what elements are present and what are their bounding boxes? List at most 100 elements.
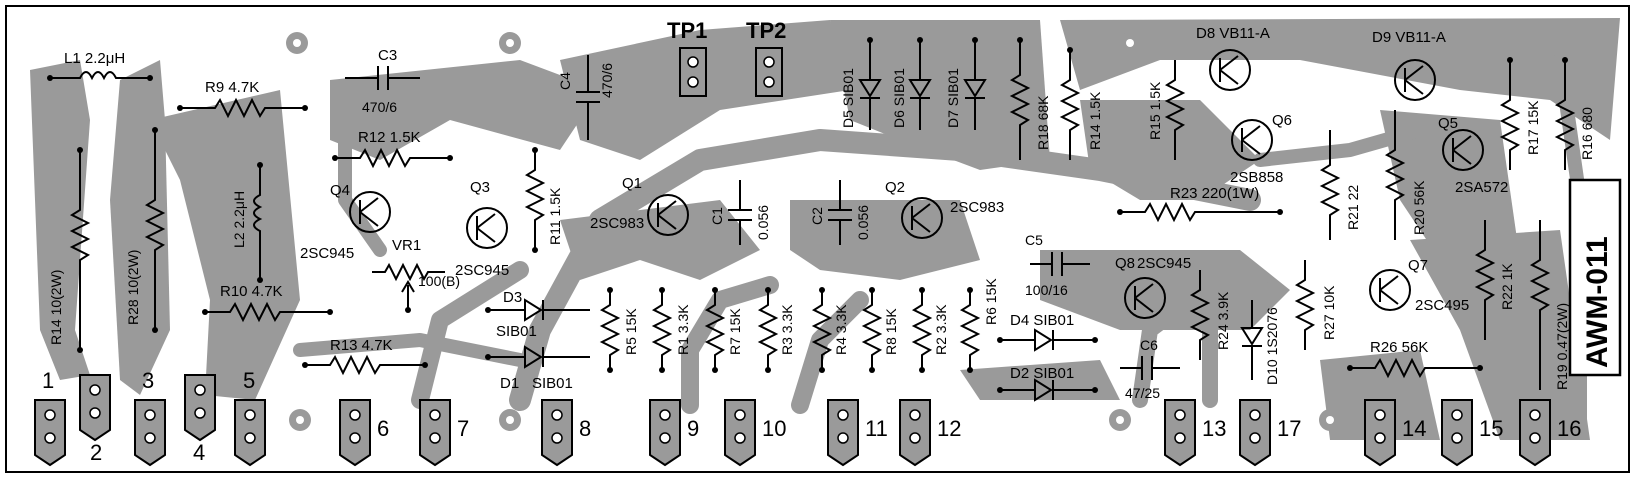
resistor-label: R13 4.7K xyxy=(330,337,393,354)
resistor-label: R14 10(2W) xyxy=(48,270,64,345)
resistor-label: R8 15K xyxy=(883,308,899,355)
resistor-label: R19 0.47(2W) xyxy=(1554,303,1570,390)
diode-label: D5 SIB01 xyxy=(840,68,856,128)
terminal-label: 11 xyxy=(865,416,888,441)
diode-symbols xyxy=(488,40,1264,402)
terminal-pad xyxy=(724,399,756,467)
transistor-label: Q6 xyxy=(1272,112,1292,129)
diode-part: SIB01 xyxy=(496,323,537,340)
resistor-label: R7 15K xyxy=(727,308,743,355)
transistor-part: 2SC983 xyxy=(950,199,1004,216)
diode-label: D10 1S2076 xyxy=(1264,307,1280,385)
resistor-label: R20 56K xyxy=(1411,180,1427,235)
terminal-label: 13 xyxy=(1202,416,1226,441)
resistor-label: R17 15K xyxy=(1525,100,1541,155)
terminal-pad xyxy=(541,399,573,467)
transistor-label: Q7 xyxy=(1408,257,1428,274)
resistor-label: R5 15K xyxy=(623,308,639,355)
diode-label: D7 SIB01 xyxy=(945,68,961,128)
test-point-label: TP1 xyxy=(667,18,707,43)
capacitor-label: C3 xyxy=(378,47,397,64)
diode-label: D8 VB11-A xyxy=(1196,25,1270,42)
transistor-part: 2SC945 xyxy=(300,245,354,262)
terminal-label: 14 xyxy=(1402,416,1426,441)
terminal-label: 16 xyxy=(1557,416,1581,441)
terminal-pads xyxy=(34,374,1551,467)
inductor-l2 xyxy=(253,162,263,283)
capacitor-label: 47/25 xyxy=(1125,385,1160,401)
resistor-label: R21 22 xyxy=(1345,185,1361,230)
capacitor-symbols xyxy=(345,55,1180,380)
potentiometer-value: 100(B) xyxy=(418,273,460,289)
transistor-symbols xyxy=(349,49,1484,319)
terminal-label: 5 xyxy=(243,368,255,393)
terminal-pad xyxy=(827,399,859,467)
capacitor-label: 0.056 xyxy=(855,205,871,240)
terminal-label: 6 xyxy=(377,416,389,441)
inductor-label: L2 2.2μH xyxy=(231,191,247,248)
resistor-label: R3 3.3K xyxy=(779,304,795,355)
transistor-part: 2SB858 xyxy=(1230,169,1283,186)
diode-part: SIB01 xyxy=(532,375,573,392)
capacitor-label: C5 xyxy=(1025,232,1043,248)
terminal-label: 15 xyxy=(1479,416,1503,441)
inductor-label: L1 2.2μH xyxy=(64,50,125,67)
transistor-part: 2SC495 xyxy=(1415,297,1469,314)
terminal-pad xyxy=(1239,399,1271,467)
transistor-part: 2SC945 xyxy=(1137,255,1191,272)
resistor-label: R23 220(1W) xyxy=(1170,185,1259,202)
potentiometer-vr1 xyxy=(372,262,445,313)
terminal-pad xyxy=(419,399,451,467)
transistor-part: 2SC945 xyxy=(455,262,509,279)
resistor-label: R2 3.3K xyxy=(933,304,949,355)
potentiometer-label: VR1 xyxy=(392,237,421,254)
terminal-label: 9 xyxy=(687,416,699,441)
terminal-pad xyxy=(234,399,266,467)
test-point-label: TP2 xyxy=(746,18,786,43)
resistor-label: R10 4.7K xyxy=(220,283,283,300)
transistor-label: Q4 xyxy=(330,182,350,199)
terminal-label: 2 xyxy=(90,440,102,465)
resistor-symbols-vertical xyxy=(69,40,1576,390)
transistor-label: Q8 xyxy=(1115,255,1135,272)
board-id: AWM-011 xyxy=(1581,236,1614,368)
resistor-label: R14 1.5K xyxy=(1087,91,1103,150)
capacitor-label: C1 xyxy=(709,207,725,225)
resistor-symbols xyxy=(180,97,1480,379)
terminal-pad xyxy=(649,399,681,467)
terminal-pad xyxy=(134,399,166,467)
capacitor-label: 470/6 xyxy=(362,99,397,115)
terminal-pad xyxy=(1519,399,1551,467)
resistor-label: R11 1.5K xyxy=(547,187,563,245)
capacitor-label: C2 xyxy=(809,207,825,225)
capacitor-label: C6 xyxy=(1140,337,1158,353)
terminal-label: 12 xyxy=(937,416,961,441)
terminal-label: 1 xyxy=(42,368,54,393)
terminal-label: 10 xyxy=(762,416,786,441)
transistor-label: Q2 xyxy=(885,179,905,196)
terminal-label: 17 xyxy=(1277,416,1301,441)
resistor-label: R24 3.9K xyxy=(1215,291,1231,350)
terminal-pad xyxy=(34,399,66,467)
transistor-label: Q5 xyxy=(1438,115,1458,132)
terminal-pad xyxy=(899,399,931,467)
terminal-pad xyxy=(184,374,216,442)
resistor-label: R22 1K xyxy=(1499,263,1515,310)
terminal-pad xyxy=(339,399,371,467)
transistor-label: Q3 xyxy=(470,179,490,196)
mounting-holes xyxy=(286,32,1341,431)
terminal-pad xyxy=(1364,399,1396,467)
board-id-box xyxy=(1568,178,1622,377)
resistor-label: R1 3.3K xyxy=(675,304,691,355)
terminal-label: 4 xyxy=(193,440,205,465)
diode-label: D1 xyxy=(500,375,519,392)
capacitor-label: 100/16 xyxy=(1025,282,1068,298)
resistor-label: R6 15K xyxy=(983,278,999,325)
resistor-label: R16 680 xyxy=(1579,107,1595,160)
diode-label: D2 SIB01 xyxy=(1010,365,1074,382)
test-points: TP1 TP2 xyxy=(667,18,786,97)
diode-label: D4 SIB01 xyxy=(1010,312,1074,329)
diode-label: D3 xyxy=(503,289,522,306)
resistor-label: R26 56K xyxy=(1370,339,1428,356)
